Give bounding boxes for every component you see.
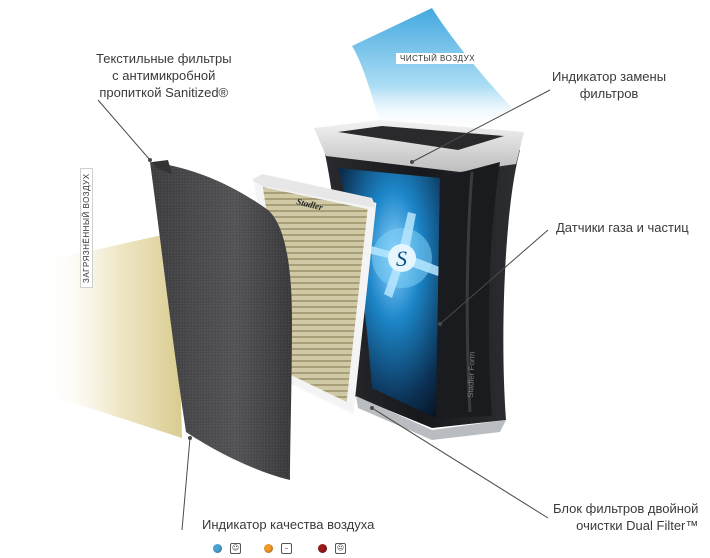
line-air-quality (181, 437, 191, 531)
purifier-body (314, 120, 524, 440)
polluted-air-tag: ЗАГРЯЗНЁННЫЙ ВОЗДУХ (80, 168, 93, 288)
line-filter-indicator (411, 89, 551, 163)
label-dual-filter: Блок фильтров двойной очистки Dual Filte… (553, 501, 699, 533)
happy-face-icon: ☺ (230, 543, 241, 554)
label-textile-filters: Текстильные фильтры с антимикробной проп… (96, 51, 232, 100)
orange-light-icon (264, 544, 273, 553)
line-sensors (439, 229, 549, 325)
label-air-quality: Индикатор качества воздуха (202, 517, 375, 532)
clean-air-tag: ЧИСТЫЙ ВОЗДУХ (396, 53, 480, 64)
air-quality-level-good: ☺ (213, 543, 241, 554)
line-dual-filter (371, 407, 549, 519)
polluted-air-haze (40, 232, 182, 438)
textile-prefilter (150, 160, 292, 480)
air-quality-level-medium: – (264, 543, 292, 554)
red-light-icon (318, 544, 327, 553)
fan-logo-letter: S (396, 246, 407, 271)
line-textile (97, 99, 151, 161)
air-quality-level-bad: ☹ (318, 543, 346, 554)
neutral-face-icon: – (281, 543, 292, 554)
label-filter-indicator: Индикатор замены фильтров (552, 69, 667, 101)
label-sensors: Датчики газа и частиц (556, 220, 689, 235)
blue-light-icon (213, 544, 222, 553)
callout-lines (97, 89, 551, 531)
body-brand-text: Stadler Form (466, 351, 477, 398)
clean-air-arrow (352, 8, 512, 130)
fan (362, 212, 442, 298)
sad-face-icon: ☹ (335, 543, 346, 554)
